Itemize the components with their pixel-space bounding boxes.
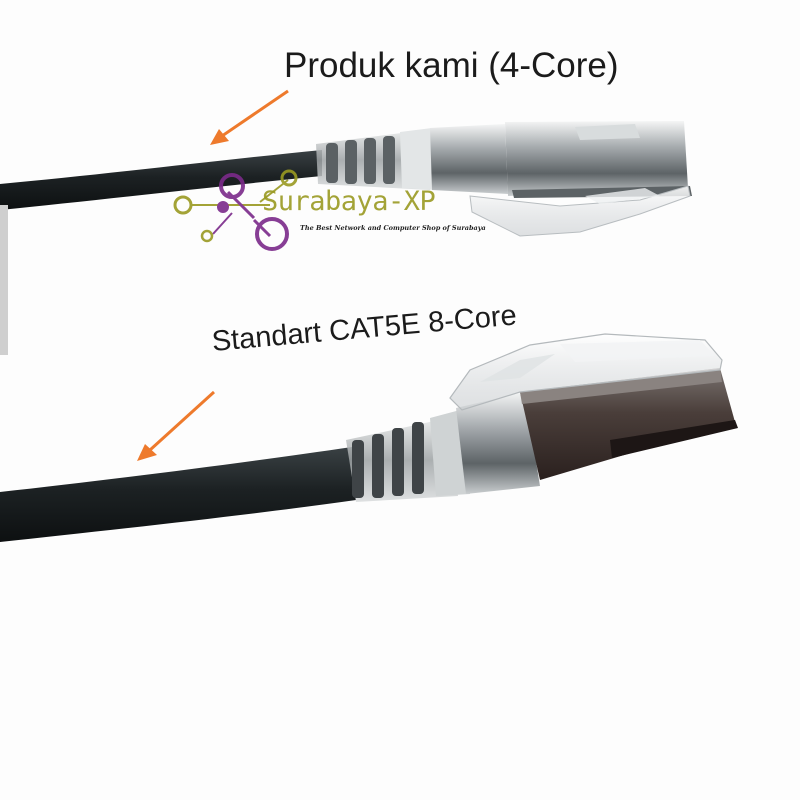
thick-cable-connector [449,333,738,494]
arrow-icon [137,390,216,461]
watermark-brand: Surabaya-XP [262,186,436,217]
arrow-icon [210,89,289,145]
thin-cable-assembly [0,121,692,237]
left-edge-bar [0,205,8,355]
surabaya-xp-logo-icon [173,169,298,251]
thick-cable-boot [346,410,470,502]
caption-our-product: Produk kami (4-Core) [284,46,619,85]
watermark-tagline: The Best Network and Computer Shop of Su… [300,224,486,232]
thin-cable [0,150,322,210]
thin-cable-boot [316,128,436,190]
thick-cable-assembly [0,333,738,542]
thick-cable [0,447,356,542]
thin-cable-connector [430,121,692,237]
